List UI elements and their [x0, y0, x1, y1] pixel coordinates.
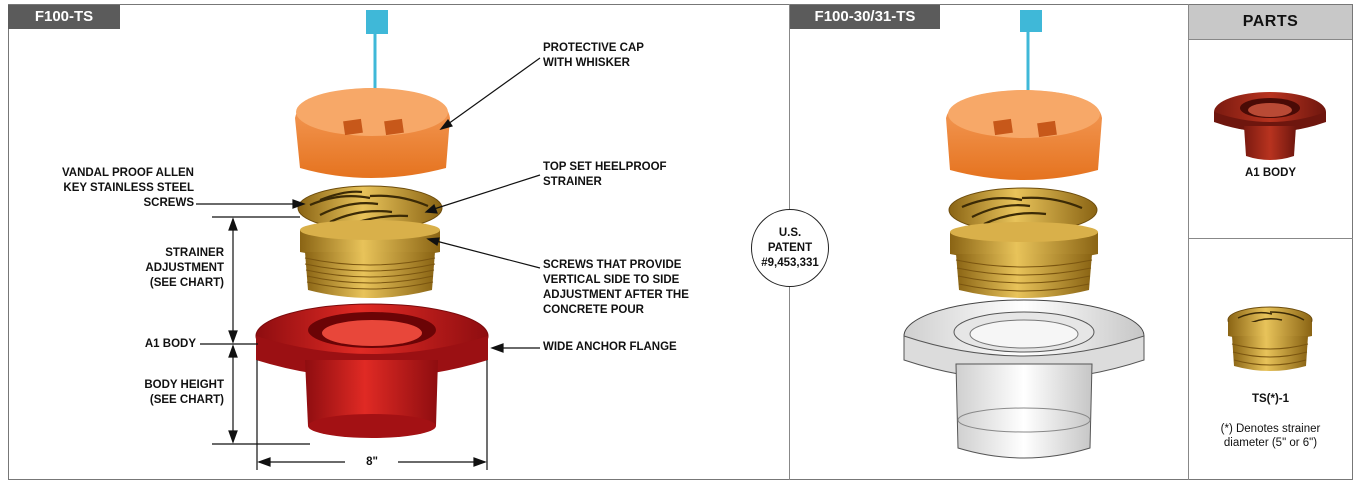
whisker-flag: [366, 10, 388, 34]
callout-heelproof-strainer: TOP SET HEELPROOF STRAINER: [543, 161, 667, 188]
left-panel-tag: F100-TS: [8, 5, 120, 29]
dimension-width-label: 8": [366, 456, 378, 468]
callout-strainer-adjustment: STRAINER ADJUSTMENT (SEE CHART): [145, 247, 224, 289]
divider-parts: [1188, 4, 1189, 480]
part-a1-body-label: A1 BODY: [1244, 167, 1297, 179]
left-assembly: [255, 10, 489, 438]
parts-thumbnails: [1214, 92, 1326, 371]
callout-vandal-screws: VANDAL PROOF ALLEN KEY STAINLESS STEEL S…: [61, 167, 194, 209]
callout-body-height: BODY HEIGHT (SEE CHART): [144, 379, 224, 406]
callout-protective-cap: PROTECTIVE CAP WITH WHISKER: [543, 42, 644, 69]
parts-divider: [1188, 238, 1353, 239]
callout-side-screws: SCREWS THAT PROVIDE VERTICAL SIDE TO SID…: [543, 259, 689, 316]
middle-assembly: [903, 10, 1145, 459]
part-strainer-label: TS(*)-1: [1251, 393, 1290, 405]
part-strainer-note: (*) Denotes strainer diameter (5" or 6"): [1220, 423, 1321, 449]
parts-header: PARTS: [1189, 5, 1352, 40]
patent-badge: U.S. PATENT #9,453,331: [751, 209, 829, 287]
callout-a1-body: A1 BODY: [144, 338, 196, 350]
callout-anchor-flange: WIDE ANCHOR FLANGE: [543, 341, 677, 353]
patent-text: U.S. PATENT #9,453,331: [761, 226, 819, 269]
drawing-frame: [8, 4, 1353, 480]
middle-panel-tag: F100-30/31-TS: [790, 5, 940, 29]
